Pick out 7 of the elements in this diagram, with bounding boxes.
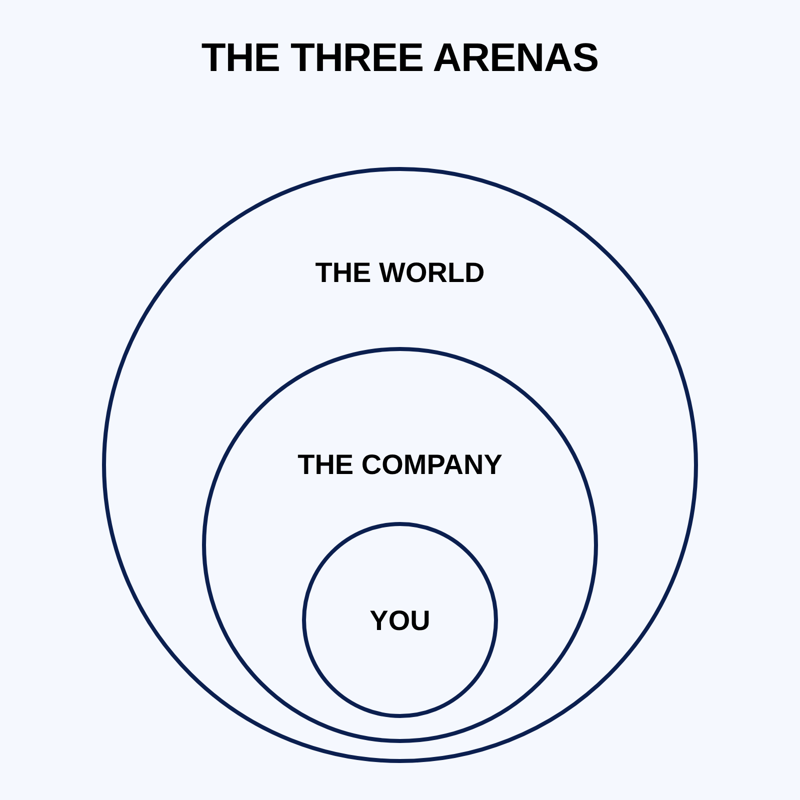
arena-circle (302, 522, 498, 718)
circle-label: THE WORLD (315, 256, 485, 290)
circle-label: YOU (370, 604, 430, 638)
circle-label: THE COMPANY (298, 448, 502, 482)
title: THE THREE ARENAS (201, 36, 599, 81)
arena-circle (102, 167, 698, 763)
arena-circle (202, 347, 598, 743)
